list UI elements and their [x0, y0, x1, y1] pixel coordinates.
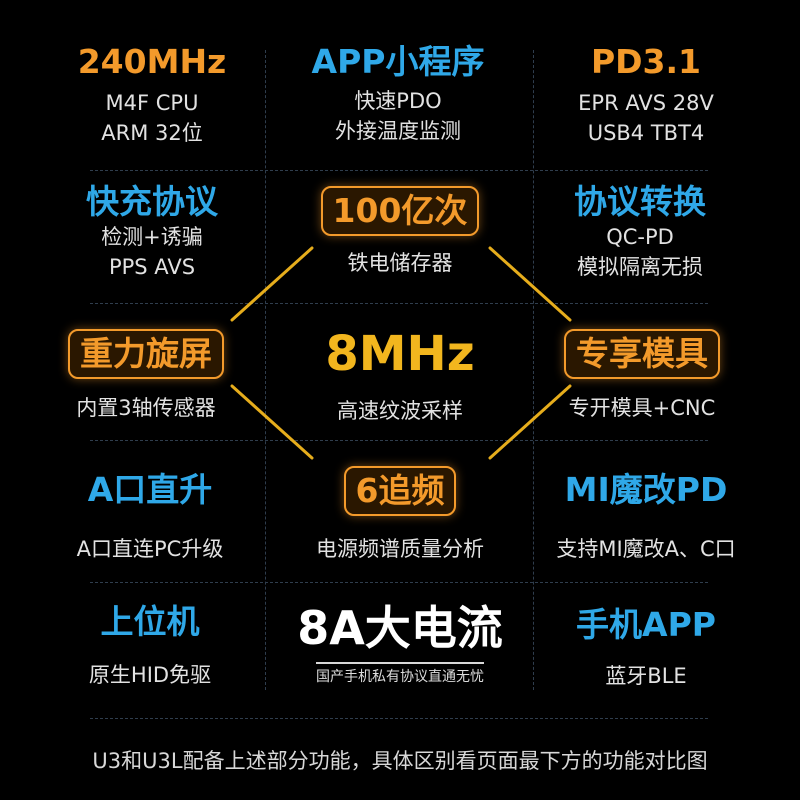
feature-gravity: 重力旋屏 内置3轴传感器 — [16, 329, 276, 423]
row-divider — [90, 440, 708, 441]
feature-storage: 100亿次 铁电储存器 — [270, 186, 530, 278]
row-divider — [90, 303, 708, 304]
feature-line: 专开模具+CNC — [568, 396, 716, 420]
feature-badge: 100亿次 — [320, 186, 480, 236]
feature-title: 240MHz — [77, 42, 227, 81]
feature-title: APP小程序 — [311, 42, 485, 81]
feature-line: 快速PDO — [354, 89, 442, 113]
feature-cpu: 240MHz M4F CPU ARM 32位 — [22, 42, 282, 148]
row-divider — [90, 170, 708, 171]
feature-protocol-convert: 协议转换 QC-PD 模拟隔离无损 — [510, 182, 770, 282]
feature-line: 模拟隔离无损 — [577, 255, 703, 279]
feature-badge: 专享模具 — [564, 329, 720, 379]
feature-title: 8MHz — [325, 326, 475, 382]
feature-host: 上位机 原生HID免驱 — [20, 602, 280, 690]
feature-line: A口直连PC升级 — [76, 537, 224, 561]
feature-app: APP小程序 快速PDO 外接温度监测 — [268, 42, 528, 146]
feature-line: 内置3轴传感器 — [76, 396, 216, 420]
feature-title: 协议转换 — [574, 182, 706, 221]
feature-line: 铁电储存器 — [347, 251, 453, 275]
feature-a-port: A口直升 A口直连PC升级 — [20, 470, 280, 564]
feature-sampling: 8MHz 高速纹波采样 — [270, 326, 530, 426]
feature-title: MI魔改PD — [564, 470, 728, 509]
feature-line: PPS AVS — [108, 255, 196, 279]
feature-line: M4F CPU — [105, 91, 199, 115]
column-divider — [265, 50, 266, 690]
row-divider — [90, 718, 708, 719]
feature-line: 高速纹波采样 — [337, 399, 463, 423]
feature-mi-pd: MI魔改PD 支持MI魔改A、C口 — [516, 470, 776, 564]
feature-line: ARM 32位 — [101, 121, 203, 145]
feature-line: 蓝牙BLE — [605, 664, 687, 688]
feature-fast-charge: 快充协议 检测+诱骗 PPS AVS — [22, 182, 282, 282]
feature-title: 快充协议 — [86, 182, 218, 221]
connector-line — [230, 384, 314, 460]
feature-line: 原生HID免驱 — [88, 663, 212, 687]
feature-line: 电源频谱质量分析 — [316, 537, 484, 561]
feature-phone-app: 手机APP 蓝牙BLE — [516, 605, 776, 691]
feature-line: USB4 TBT4 — [587, 121, 705, 145]
column-divider — [533, 50, 534, 690]
feature-mold: 专享模具 专开模具+CNC — [512, 329, 772, 423]
feature-line: EPR AVS 28V — [578, 91, 714, 115]
footer-note: U3和U3L配备上述部分功能，具体区别看页面最下方的功能对比图 — [92, 749, 708, 773]
feature-line: 检测+诱骗 — [101, 225, 203, 249]
feature-badge: 重力旋屏 — [68, 329, 224, 379]
feature-current: 8A大电流 国产手机私有协议直通无忧 — [270, 600, 530, 686]
feature-pd31: PD3.1 EPR AVS 28V USB4 TBT4 — [516, 42, 776, 148]
feature-line: QC-PD — [606, 225, 674, 249]
feature-title: 上位机 — [100, 602, 200, 641]
feature-title: A口直升 — [87, 470, 213, 509]
row-divider — [90, 582, 708, 583]
feature-badge: 6追频 — [343, 466, 457, 516]
connector-line — [488, 246, 572, 322]
connector-line — [230, 246, 314, 322]
feature-line: 外接温度监测 — [335, 119, 461, 143]
feature-line: 国产手机私有协议直通无忧 — [316, 662, 484, 686]
feature-title: 8A大电流 — [297, 601, 503, 655]
connector-line — [488, 384, 572, 460]
feature-line: 支持MI魔改A、C口 — [556, 537, 736, 561]
feature-frequency: 6追频 电源频谱质量分析 — [270, 466, 530, 564]
feature-title: 手机APP — [576, 605, 716, 644]
feature-title: PD3.1 — [590, 42, 702, 81]
